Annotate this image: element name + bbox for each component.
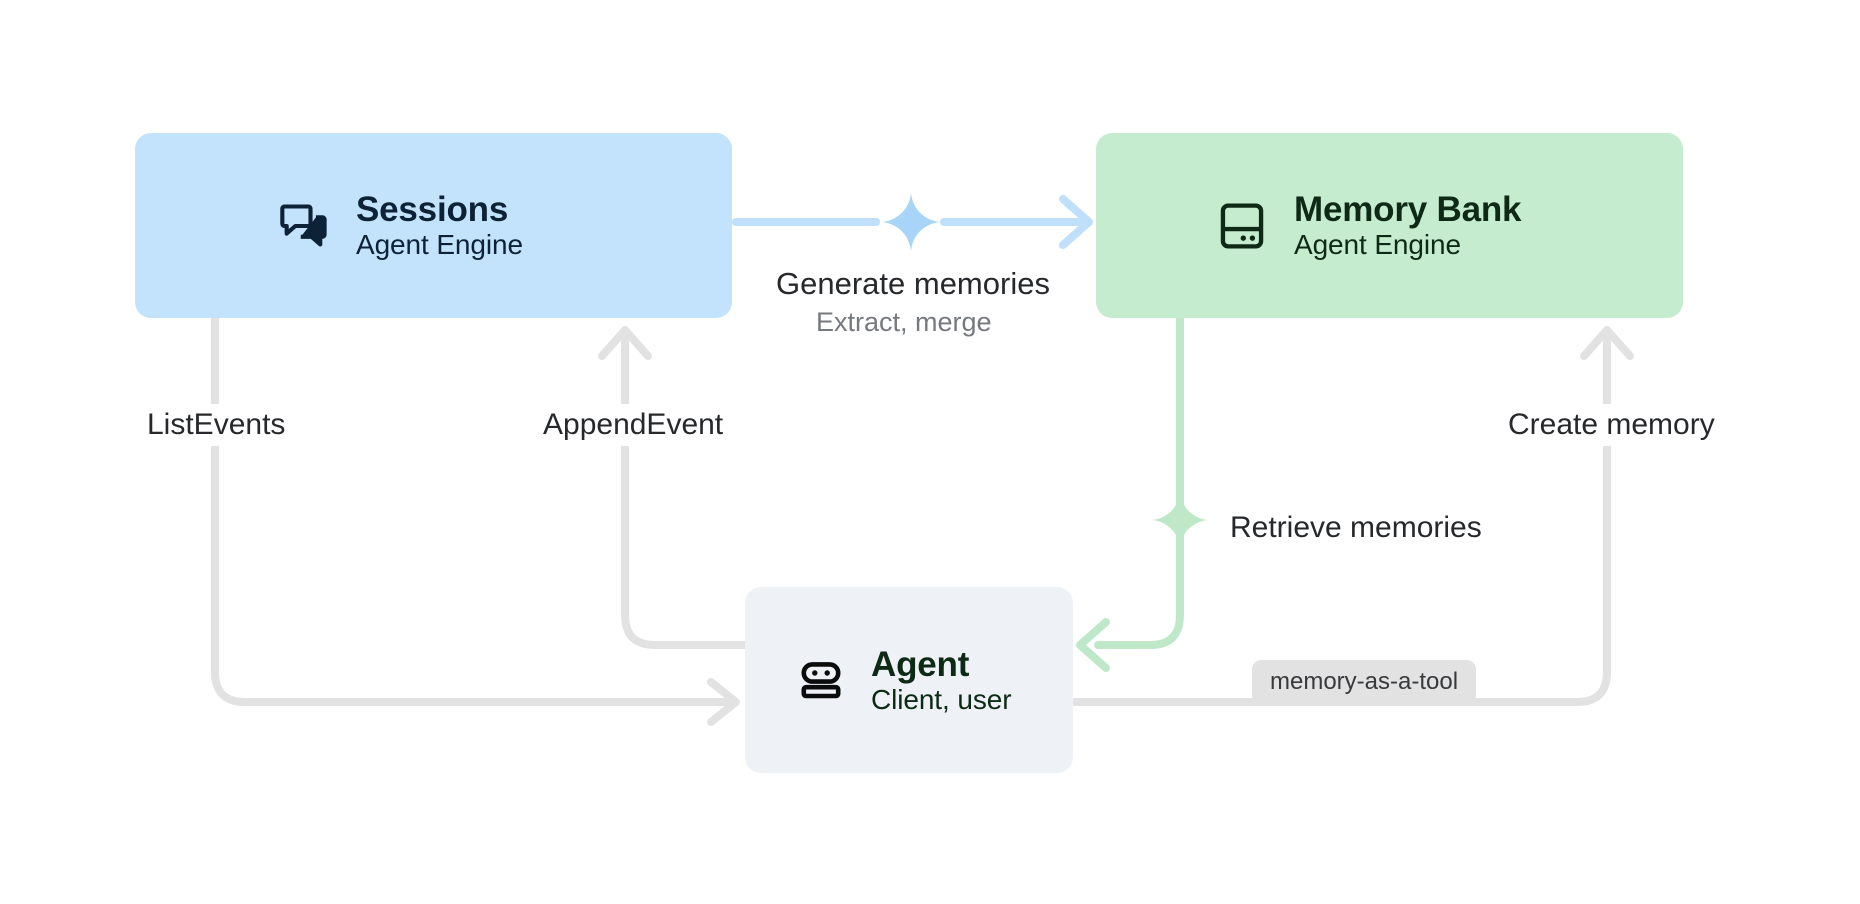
edge-create-memory-path [1069, 330, 1611, 706]
edge-retrieve-memories-path [1094, 314, 1184, 649]
node-sessions-title: Sessions [356, 190, 509, 230]
edge-list-events-arrowhead [707, 678, 740, 726]
node-memory-bank-text: Memory Bank Agent Engine [1294, 190, 1522, 261]
edge-label-append-event: AppendEvent [535, 404, 732, 446]
edge-label-list-events: ListEvents [139, 404, 294, 446]
database-storage-icon [1216, 200, 1268, 252]
node-sessions-subtitle: Agent Engine [356, 229, 523, 261]
sparkle-icon [1152, 492, 1208, 548]
node-memory-bank[interactable]: Memory Bank Agent Engine [1096, 133, 1683, 318]
badge-memory-as-a-tool: memory-as-a-tool [1252, 660, 1477, 704]
edge-create-memory-arrowhead [1580, 326, 1634, 360]
edge-label-retrieve-memories: Retrieve memories [1222, 507, 1490, 549]
node-agent[interactable]: Agent Client, user [745, 587, 1073, 773]
chat-bubbles-icon [278, 200, 330, 252]
edge-retrieve-memories-arrowhead [1076, 618, 1110, 672]
node-agent-title: Agent [871, 644, 970, 684]
node-memory-bank-title: Memory Bank [1294, 190, 1522, 230]
robot-icon [797, 656, 845, 704]
edge-append-event-arrowhead [598, 326, 652, 360]
edge-generate-memories-arrowhead [1059, 195, 1093, 249]
node-agent-text: Agent Client, user [871, 644, 1012, 716]
edge-list-events-path [211, 314, 735, 706]
node-agent-subtitle: Client, user [871, 683, 1012, 715]
node-sessions[interactable]: Sessions Agent Engine [135, 133, 732, 318]
sparkle-icon [882, 193, 940, 251]
node-sessions-text: Sessions Agent Engine [356, 190, 523, 261]
node-memory-bank-subtitle: Agent Engine [1294, 229, 1461, 261]
edge-label-create-memory: Create memory [1500, 404, 1723, 446]
edge-append-event-path [621, 330, 749, 649]
edge-label-generate-memories: Generate memories [770, 266, 1056, 302]
edge-sublabel-generate-memories: Extract, merge [810, 307, 998, 338]
